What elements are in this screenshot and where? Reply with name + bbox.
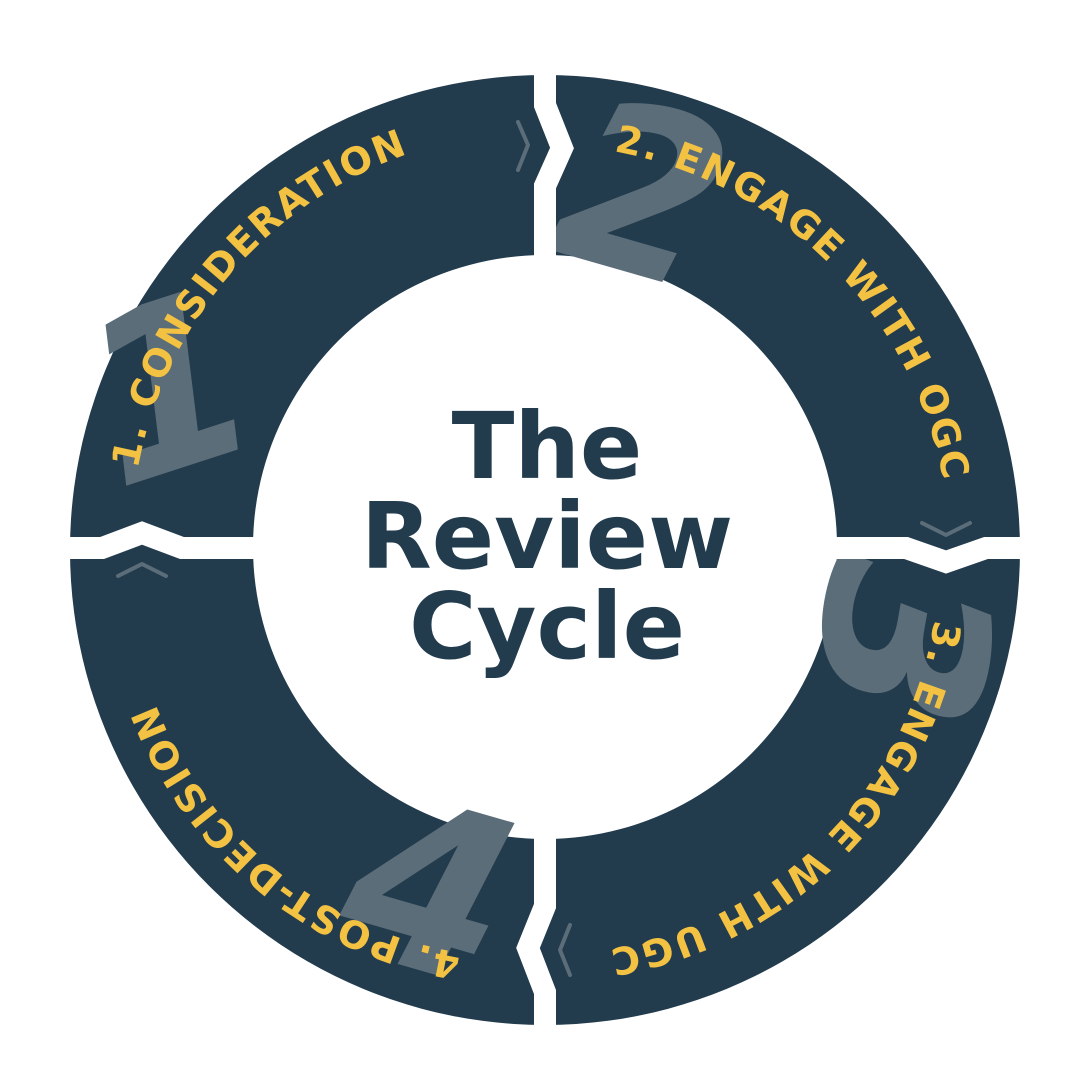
- separator-top: [534, 60, 574, 262]
- separator-left: [60, 521, 262, 559]
- separator-bottom: [516, 830, 556, 1030]
- separator-right: [828, 537, 1030, 574]
- center-title-line-2: Review: [361, 483, 733, 590]
- chevron-up-icon: [116, 562, 168, 578]
- chevron-right-icon: [516, 120, 530, 172]
- ring: [69, 75, 1020, 1025]
- chevron-down-icon: [920, 521, 972, 537]
- chevron-left-icon: [558, 923, 572, 977]
- center-title-line-3: Cycle: [409, 573, 685, 680]
- center-title-line-1: The: [452, 393, 643, 500]
